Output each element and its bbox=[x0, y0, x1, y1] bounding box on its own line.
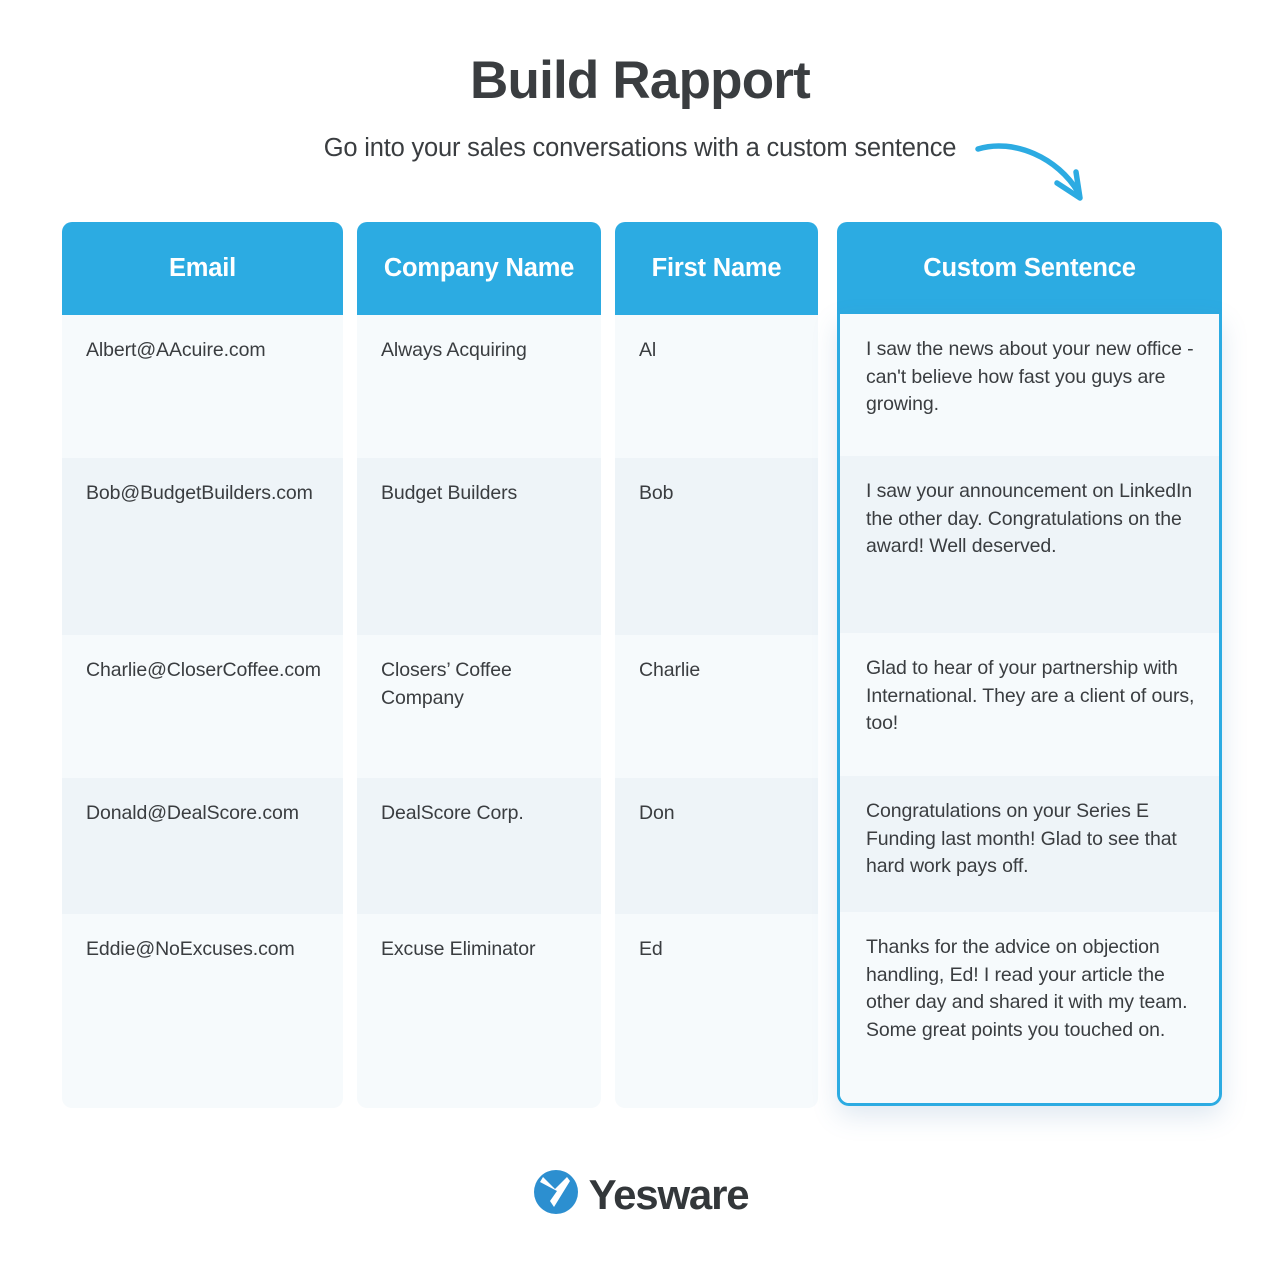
table-column-company-name: Company Name Always Acquiring Budget Bui… bbox=[357, 222, 601, 1108]
column-body-first-name: Al Bob Charlie Don Ed bbox=[615, 315, 818, 1108]
table-column-first-name: First Name Al Bob Charlie Don Ed bbox=[615, 222, 818, 1108]
page-title: Build Rapport bbox=[470, 51, 811, 110]
table-cell-custom-sentence: Glad to hear of your partnership with In… bbox=[840, 633, 1219, 776]
table-cell-company: Always Acquiring bbox=[357, 315, 601, 458]
table-cell-first-name: Charlie bbox=[615, 635, 818, 778]
table-column-email: Email Albert@AAcuire.com Bob@BudgetBuild… bbox=[62, 222, 343, 1108]
footer-brand: Yesware bbox=[0, 1168, 1280, 1221]
table-cell-email: Bob@BudgetBuilders.com bbox=[62, 458, 343, 635]
curved-arrow-icon bbox=[972, 126, 1102, 211]
table-cell-email: Charlie@CloserCoffee.com bbox=[62, 635, 343, 778]
rapport-table: Email Albert@AAcuire.com Bob@BudgetBuild… bbox=[62, 222, 1222, 1122]
column-header-first-name: First Name bbox=[615, 222, 818, 315]
table-cell-company: Closers’ Coffee Company bbox=[357, 635, 601, 778]
table-cell-email: Albert@AAcuire.com bbox=[62, 315, 343, 458]
column-body-custom-sentence: I saw the news about your new office - c… bbox=[837, 314, 1222, 1106]
brand-name: Yesware bbox=[588, 1170, 750, 1218]
page-subtitle: Go into your sales conversations with a … bbox=[323, 134, 957, 162]
column-header-email: Email bbox=[62, 222, 343, 315]
column-body-company-name: Always Acquiring Budget Builders Closers… bbox=[357, 315, 601, 1108]
table-column-custom-sentence: Custom Sentence I saw the news about you… bbox=[837, 222, 1222, 1106]
table-cell-first-name: Bob bbox=[615, 458, 818, 635]
column-body-email: Albert@AAcuire.com Bob@BudgetBuilders.co… bbox=[62, 315, 343, 1108]
table-cell-custom-sentence: I saw the news about your new office - c… bbox=[840, 314, 1219, 456]
table-cell-company: Excuse Eliminator bbox=[357, 914, 601, 1108]
table-cell-custom-sentence: Congratulations on your Series E Funding… bbox=[840, 776, 1219, 912]
column-header-company-name: Company Name bbox=[357, 222, 601, 315]
table-cell-custom-sentence: Thanks for the advice on objection handl… bbox=[840, 912, 1219, 1103]
table-cell-first-name: Al bbox=[615, 315, 818, 458]
yesware-logo-icon bbox=[532, 1168, 580, 1221]
table-cell-first-name: Ed bbox=[615, 914, 818, 1108]
table-cell-company: Budget Builders bbox=[357, 458, 601, 635]
column-header-custom-sentence: Custom Sentence bbox=[837, 222, 1222, 315]
table-cell-email: Eddie@NoExcuses.com bbox=[62, 914, 343, 1108]
table-cell-company: DealScore Corp. bbox=[357, 778, 601, 914]
table-cell-email: Donald@DealScore.com bbox=[62, 778, 343, 914]
table-cell-custom-sentence: I saw your announcement on LinkedIn the … bbox=[840, 456, 1219, 633]
table-cell-first-name: Don bbox=[615, 778, 818, 914]
